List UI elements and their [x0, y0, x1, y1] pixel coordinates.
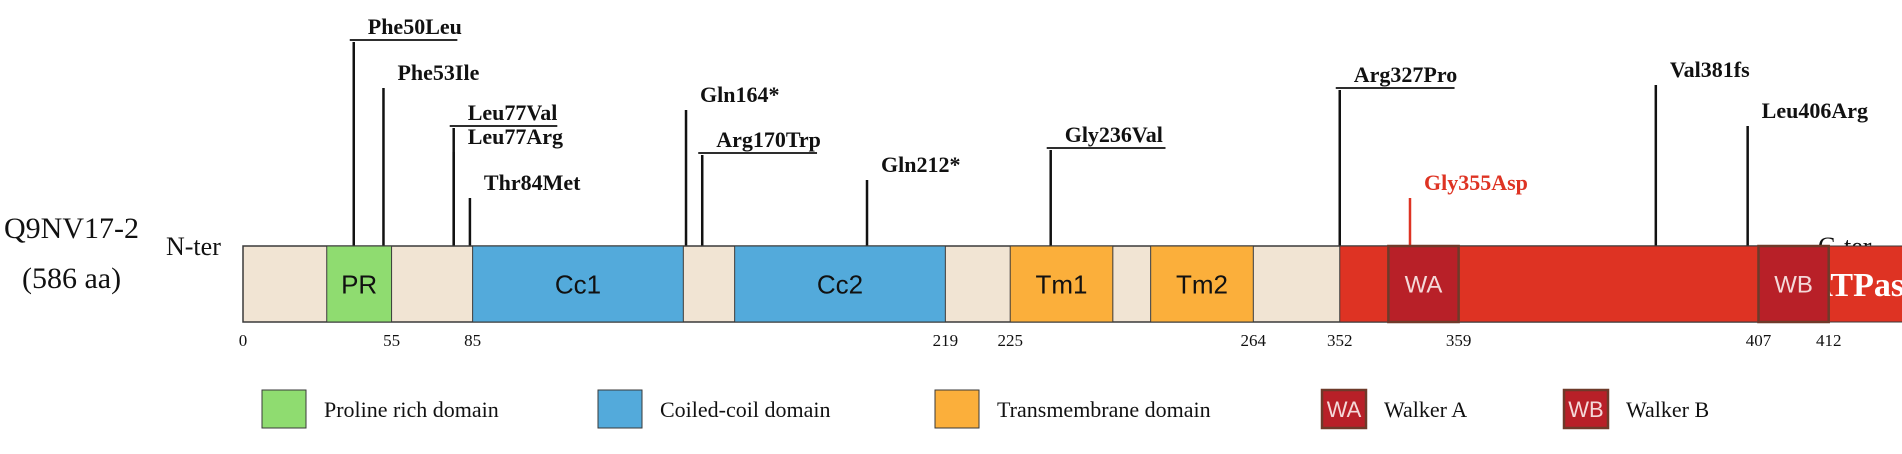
mutation-label: Arg327Pro	[1354, 62, 1457, 87]
domain-label-tm1: Tm1	[1036, 269, 1088, 299]
legend-label-walker-b: Walker B	[1626, 397, 1709, 422]
domain-tm2	[1150, 245, 1254, 323]
mutation-label: Leu406Arg	[1762, 98, 1868, 123]
mutation-label: Gly236Val	[1065, 122, 1163, 147]
domain-label-wb: WB	[1774, 272, 1813, 299]
mutation-label: Gln212*	[881, 152, 960, 177]
tick-label: 359	[1446, 331, 1472, 350]
mutation-label: Phe50Leu	[368, 14, 462, 39]
domain-pr	[326, 245, 393, 323]
domain-cc2	[734, 245, 946, 323]
tick-label: 264	[1241, 331, 1267, 350]
legend-swatch-walker-a	[1320, 388, 1368, 430]
legend-label-walker-a: Walker A	[1384, 397, 1467, 422]
mutation-label: Val381fs	[1670, 57, 1750, 82]
legend-swatch-label-walker-b: WB	[1568, 397, 1603, 422]
legend-label-proline: Proline rich domain	[324, 397, 499, 422]
legend-label-transmembrane: Transmembrane domain	[997, 397, 1211, 422]
mutation-label: Phe53Ile	[397, 60, 479, 85]
domain-label-cc1: Cc1	[555, 269, 601, 299]
domain-label-cc2: Cc2	[817, 269, 863, 299]
domain-wa	[1387, 244, 1460, 324]
mutation-label: Gly355Asp	[1424, 170, 1528, 195]
domain-cc1	[472, 245, 684, 323]
protein-id: Q9NV17-2	[4, 212, 139, 245]
tick-label: 85	[464, 331, 481, 350]
domain-label-pr: PR	[341, 269, 377, 299]
legend-swatch-walker-b	[1562, 388, 1610, 430]
tick-label: 225	[997, 331, 1023, 350]
mutation-label: Thr84Met	[484, 170, 581, 195]
mutation-label: Gln164*	[700, 82, 779, 107]
domain-tm1	[1009, 245, 1114, 323]
domain-wb	[1757, 244, 1830, 324]
legend-swatch-label-walker-a: WA	[1327, 397, 1362, 422]
legend-label-coiled: Coiled-coil domain	[660, 397, 830, 422]
n-terminus-label: N-ter	[166, 232, 221, 261]
mutation-label: Leu77Val	[468, 100, 558, 125]
tick-label: 219	[933, 331, 959, 350]
tick-label: 407	[1746, 331, 1772, 350]
tick-label: 55	[383, 331, 400, 350]
mutation-label: Leu77Arg	[468, 124, 563, 149]
legend-swatch-transmembrane	[934, 389, 980, 429]
tick-label: 412	[1816, 331, 1842, 350]
tick-label: 0	[239, 331, 248, 350]
mutation-label: Arg170Trp	[716, 127, 821, 152]
domain-label-wa: WA	[1405, 272, 1443, 299]
protein-length: (586 aa)	[22, 262, 122, 295]
domain-label-tm2: Tm2	[1176, 269, 1228, 299]
legend-swatch-coiled	[597, 389, 643, 429]
legend-swatch-proline	[261, 389, 307, 429]
tick-label: 352	[1327, 331, 1353, 350]
